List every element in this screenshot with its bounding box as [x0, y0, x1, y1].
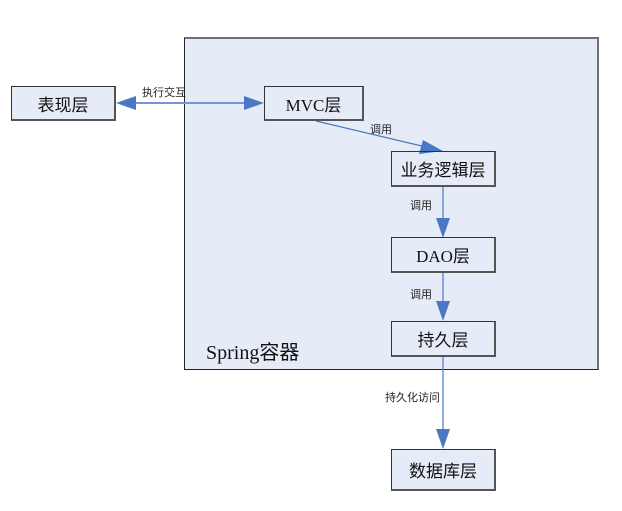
node-dao: DAO层	[391, 237, 496, 273]
edge-label-interact: 执行交互	[142, 86, 186, 99]
edge-label-persist-access: 持久化访问	[385, 391, 440, 404]
edge-label-call-1: 调用	[370, 123, 392, 136]
node-mvc: MVC层	[264, 86, 364, 121]
spring-container	[184, 37, 599, 370]
node-presentation: 表现层	[11, 86, 116, 121]
arrowhead-right	[244, 96, 264, 110]
arrowhead-persistence	[436, 301, 450, 321]
node-business: 业务逻辑层	[391, 151, 496, 187]
arrowhead-database	[436, 429, 450, 449]
arrowhead-business	[419, 140, 443, 154]
spring-container-label: Spring容器	[206, 342, 300, 364]
edge-label-call-3: 调用	[410, 288, 432, 301]
edge-label-call-2: 调用	[410, 199, 432, 212]
arrowhead-left	[116, 96, 136, 110]
arrowhead-dao	[436, 218, 450, 238]
edge-mvc-business	[315, 120, 427, 148]
node-persistence: 持久层	[391, 321, 496, 357]
node-database: 数据库层	[391, 449, 496, 491]
